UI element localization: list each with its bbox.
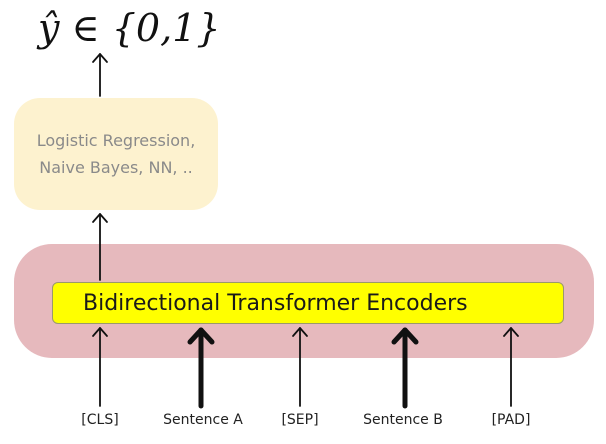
- classifier-label: Logistic Regression, Naive Bayes, NN, ..: [36, 131, 196, 177]
- encoder-box: Bidirectional Transformer Encoders: [52, 282, 564, 324]
- arrow-classifier-to-output: [92, 53, 108, 97]
- arrow-input-sentence-a: [187, 327, 215, 409]
- encoder-label: Bidirectional Transformer Encoders: [83, 290, 468, 316]
- arrow-input-sep: [292, 327, 308, 407]
- arrow-encoder-to-classifier: [92, 213, 108, 281]
- input-label-sep: [SEP]: [281, 412, 319, 428]
- arrow-input-pad: [503, 327, 519, 407]
- input-label-pad: [PAD]: [491, 412, 531, 428]
- output-label: ŷ ∈ {0,1}: [38, 6, 221, 50]
- classifier-box: Logistic Regression, Naive Bayes, NN, ..: [14, 98, 218, 210]
- arrow-input-sentence-b: [391, 327, 419, 409]
- input-label-sentence-a: Sentence A: [163, 412, 243, 428]
- arrow-input-cls: [92, 327, 108, 407]
- input-label-sentence-b: Sentence B: [363, 412, 443, 428]
- input-label-cls: [CLS]: [81, 412, 119, 428]
